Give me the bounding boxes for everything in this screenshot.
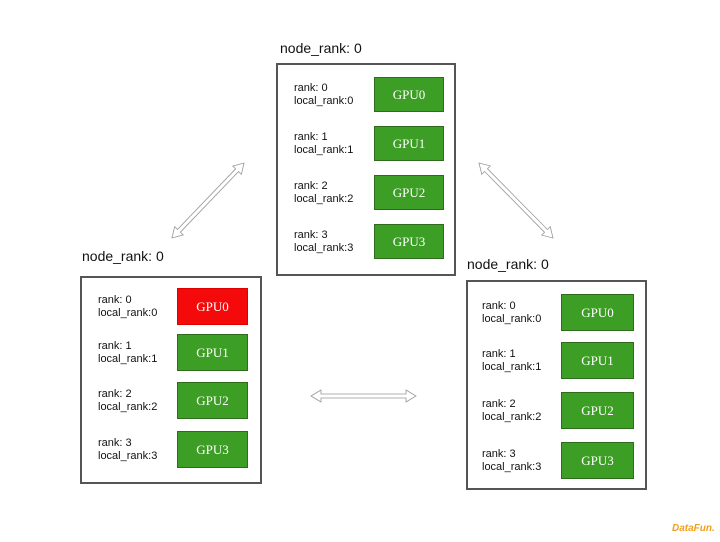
node-rank-label: node_rank: 0: [280, 40, 362, 56]
gpu-box: GPU2: [561, 392, 634, 429]
rank-text: rank: 2: [482, 397, 516, 410]
gpu-box: GPU1: [177, 334, 248, 371]
bidirectional-arrow: [171, 162, 245, 239]
local-rank-text: local_rank:0: [294, 94, 354, 107]
local-rank-text: local_rank:1: [482, 360, 542, 373]
local-rank-text: local_rank:1: [98, 352, 158, 365]
gpu-box: GPU3: [177, 431, 248, 468]
rank-text: rank: 3: [294, 228, 328, 241]
local-rank-text: local_rank:0: [482, 312, 542, 325]
rank-text: rank: 3: [482, 447, 516, 460]
local-rank-text: local_rank:3: [294, 241, 354, 254]
rank-text: rank: 3: [98, 436, 132, 449]
gpu-box: GPU1: [374, 126, 444, 161]
datafun-logo: DataFun.: [672, 523, 715, 534]
gpu-box: GPU2: [374, 175, 444, 210]
rank-text: rank: 1: [98, 339, 132, 352]
node-rank-label: node_rank: 0: [82, 248, 164, 264]
rank-text: rank: 1: [294, 130, 328, 143]
gpu-box: GPU1: [561, 342, 634, 379]
rank-text: rank: 1: [482, 347, 516, 360]
local-rank-text: local_rank:1: [294, 143, 354, 156]
local-rank-text: local_rank:2: [482, 410, 542, 423]
local-rank-text: local_rank:0: [98, 306, 158, 319]
rank-text: rank: 2: [294, 179, 328, 192]
gpu-box: GPU3: [374, 224, 444, 259]
gpu-box: GPU3: [561, 442, 634, 479]
node-rank-label: node_rank: 0: [467, 256, 549, 272]
local-rank-text: local_rank:3: [98, 449, 158, 462]
gpu-box: GPU0: [374, 77, 444, 112]
bidirectional-arrow: [310, 389, 417, 403]
local-rank-text: local_rank:2: [98, 400, 158, 413]
gpu-box: GPU2: [177, 382, 248, 419]
bidirectional-arrow: [478, 162, 554, 239]
rank-text: rank: 0: [294, 81, 328, 94]
local-rank-text: local_rank:3: [482, 460, 542, 473]
local-rank-text: local_rank:2: [294, 192, 354, 205]
rank-text: rank: 2: [98, 387, 132, 400]
gpu-box-failed: GPU0: [177, 288, 248, 325]
gpu-box: GPU0: [561, 294, 634, 331]
rank-text: rank: 0: [482, 299, 516, 312]
rank-text: rank: 0: [98, 293, 132, 306]
